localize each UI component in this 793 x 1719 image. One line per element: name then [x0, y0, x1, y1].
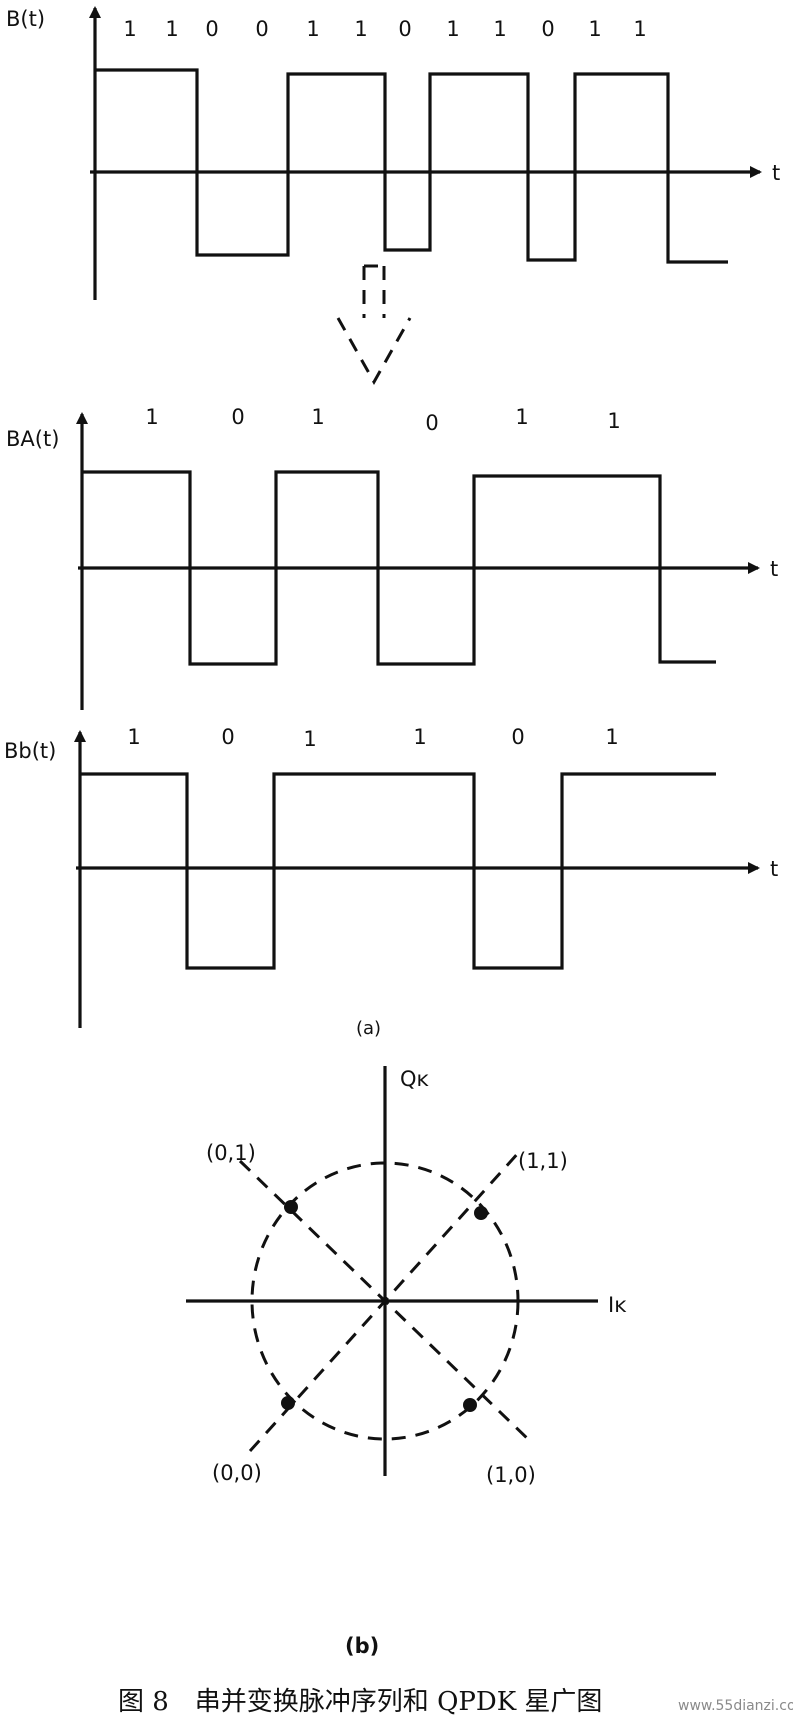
bit-label: 1 — [493, 17, 506, 41]
point-label: (0,1) — [206, 1141, 256, 1165]
constellation-panel: Qĸ Iĸ (0,1) (1,1) (0,0) (1,0) — [186, 1066, 627, 1487]
waveform-a-t-label: t — [770, 557, 778, 581]
panel-b-caption: (b) — [345, 1634, 379, 1658]
watermark-text: www.55dianzi.com — [678, 1698, 793, 1714]
bit-label: 1 — [123, 17, 136, 41]
bit-label: 1 — [311, 405, 324, 429]
bit-label: 0 — [255, 17, 268, 41]
waveform-bb-t-label: t — [770, 857, 778, 881]
bit-label: 1 — [588, 17, 601, 41]
bit-label: 0 — [541, 17, 554, 41]
waveform-b-bits: 1 1 0 0 1 1 0 1 1 0 1 1 — [123, 17, 646, 41]
bit-label: 1 — [413, 725, 426, 749]
bit-label: 1 — [165, 17, 178, 41]
waveform-a-label: BA(t) — [6, 427, 59, 451]
bit-label: 1 — [306, 17, 319, 41]
bit-label: 1 — [354, 17, 367, 41]
bit-label: 1 — [607, 409, 620, 433]
bit-label: 0 — [205, 17, 218, 41]
waveform-a-bits: 1 0 1 0 1 1 — [145, 405, 620, 435]
q-axis-label: Qĸ — [400, 1067, 430, 1091]
figure-caption: 图 8 串并变换脉冲序列和 QPDK 星广图 — [118, 1687, 602, 1717]
conversion-arrow — [336, 264, 412, 386]
diagonal-line — [248, 1149, 522, 1453]
constellation-point — [284, 1200, 298, 1214]
waveform-bb-label: Bb(t) — [4, 739, 56, 763]
bit-label: 1 — [633, 17, 646, 41]
point-label: (0,0) — [212, 1461, 262, 1485]
waveform-b-label: B(t) — [6, 7, 45, 31]
bit-label: 0 — [231, 405, 244, 429]
bit-label: 1 — [605, 725, 618, 749]
panel-a-caption: (a) — [356, 1018, 381, 1039]
bit-label: 1 — [303, 727, 316, 751]
waveform-bb-signal — [80, 772, 716, 970]
bit-label: 0 — [511, 725, 524, 749]
waveform-b-t-label: t — [772, 161, 780, 185]
waveform-a-panel: BA(t) t 1 0 1 0 1 1 — [6, 405, 778, 710]
point-label: (1,1) — [518, 1149, 568, 1173]
bit-label: 0 — [425, 411, 438, 435]
waveform-a-signal — [82, 470, 716, 666]
bit-label: 0 — [398, 17, 411, 41]
unit-circle — [250, 1161, 520, 1441]
constellation-point — [463, 1398, 477, 1412]
arrow-head — [336, 317, 412, 386]
waveform-bb-panel: Bb(t) t 1 0 1 1 0 1 — [4, 725, 778, 1028]
bit-label: 1 — [127, 725, 140, 749]
i-axis-label: Iĸ — [608, 1293, 627, 1317]
point-label: (1,0) — [486, 1463, 536, 1487]
constellation-point — [474, 1206, 488, 1220]
constellation-point — [281, 1396, 295, 1410]
bit-label: 0 — [221, 725, 234, 749]
waveform-b-signal — [95, 68, 728, 264]
waveform-b-panel: B(t) t 1 1 0 0 1 1 0 1 1 0 1 1 — [6, 6, 780, 300]
bit-label: 1 — [145, 405, 158, 429]
waveform-bb-bits: 1 0 1 1 0 1 — [127, 725, 618, 751]
arrow-shaft — [362, 264, 386, 318]
bit-label: 1 — [446, 17, 459, 41]
bit-label: 1 — [515, 405, 528, 429]
